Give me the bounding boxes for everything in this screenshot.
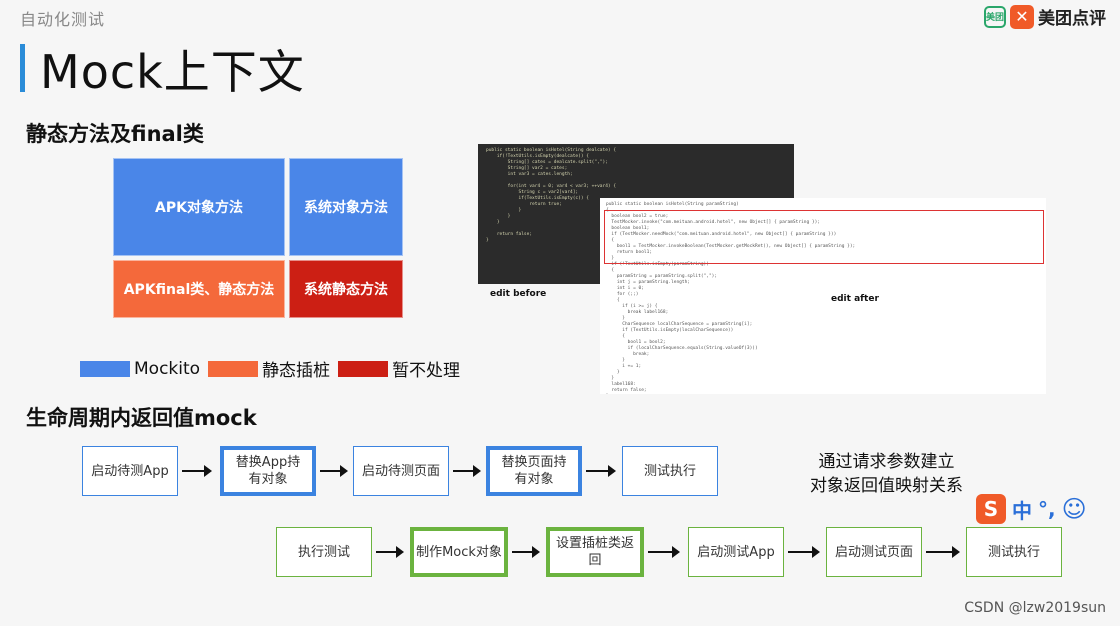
- code-before-label: edit before: [490, 289, 547, 299]
- grid-apk-final: APKfinal类、静态方法: [113, 260, 285, 318]
- flow1-arrow: [320, 465, 348, 477]
- brand-name: 美团点评: [1038, 9, 1106, 29]
- legend-swatch: [80, 360, 130, 377]
- legend-item-no-handle: 暂不处理: [338, 356, 460, 381]
- code-after-text: public static boolean isHotel(String par…: [606, 202, 856, 393]
- mapping-note-line2: 对象返回值映射关系: [810, 476, 963, 496]
- legend-swatch: [338, 360, 389, 377]
- code-after-label: edit after: [831, 294, 879, 304]
- flow2-arrow: [376, 546, 404, 558]
- legend-item-static-stub: 静态插桩: [208, 356, 330, 381]
- meituan-logo-icon: 美团: [984, 5, 1006, 28]
- legend-item-mockito: Mockito: [80, 359, 200, 379]
- title-accent-bar: [20, 44, 25, 92]
- legend-label: 静态插桩: [262, 361, 331, 381]
- flow2-arrow: [788, 546, 820, 558]
- flow1-arrow: [586, 465, 616, 477]
- mapping-note: 通过请求参数建立 对象返回值映射关系: [810, 450, 963, 498]
- mapping-note-line1: 通过请求参数建立: [818, 452, 955, 472]
- code-after-panel: public static boolean isHotel(String par…: [600, 198, 1046, 394]
- flow1-arrow: [182, 465, 212, 477]
- brand: 美团 ✕ 美团点评: [984, 4, 1106, 29]
- flow1-arrow: [453, 465, 481, 477]
- grid-system-static: 系统静态方法: [289, 260, 403, 318]
- flow1-step-execute: 测试执行: [622, 446, 718, 496]
- dianping-logo-icon: ✕: [1010, 4, 1034, 29]
- flow2-arrow: [648, 546, 680, 558]
- legend-swatch: [208, 360, 259, 377]
- ime-emoji-icon[interactable]: ☺: [1061, 495, 1087, 523]
- header-label: 自动化测试: [20, 10, 106, 29]
- flow2-step-launch-page: 启动测试页面: [826, 527, 922, 577]
- flow2-arrow: [926, 546, 960, 558]
- ime-punct-toggle[interactable]: °,: [1038, 497, 1056, 521]
- code-highlight-box: [604, 210, 1044, 264]
- sogou-ime-icon[interactable]: S: [976, 494, 1006, 524]
- flow1-step-replace-page: 替换页面持有对象: [486, 446, 582, 496]
- section-title-static-final: 静态方法及final类: [26, 122, 204, 146]
- flow2-step-launch-app: 启动测试App: [688, 527, 784, 577]
- flow2-arrow: [512, 546, 540, 558]
- flow1-step-replace-app: 替换App持有对象: [220, 446, 316, 496]
- section-title-lifecycle: 生命周期内返回值mock: [26, 406, 257, 430]
- legend-label: Mockito: [134, 358, 201, 379]
- grid-system-method: 系统对象方法: [289, 158, 403, 256]
- csdn-watermark: CSDN @lzw2019sun: [964, 600, 1106, 616]
- flow2-step-make-mock: 制作Mock对象: [410, 527, 508, 577]
- legend-label: 暂不处理: [392, 361, 461, 381]
- page-title: Mock上下文: [40, 45, 305, 99]
- flow1-step-launch-page: 启动待测页面: [353, 446, 449, 496]
- flow2-step-run-test: 执行测试: [276, 527, 372, 577]
- grid-apk-method: APK对象方法: [113, 158, 285, 256]
- flow2-step-execute: 测试执行: [966, 527, 1062, 577]
- ime-lang-toggle[interactable]: 中: [1012, 498, 1032, 523]
- ime-toolbar[interactable]: S 中 °, ☺: [976, 494, 1087, 524]
- legend: Mockito 静态插桩 暂不处理: [80, 356, 468, 381]
- code-before-text: public static boolean isHotel(String dea…: [486, 148, 617, 243]
- flow1-step-launch-app: 启动待测App: [82, 446, 178, 496]
- flow2-step-set-stub: 设置插桩类返回: [546, 527, 644, 577]
